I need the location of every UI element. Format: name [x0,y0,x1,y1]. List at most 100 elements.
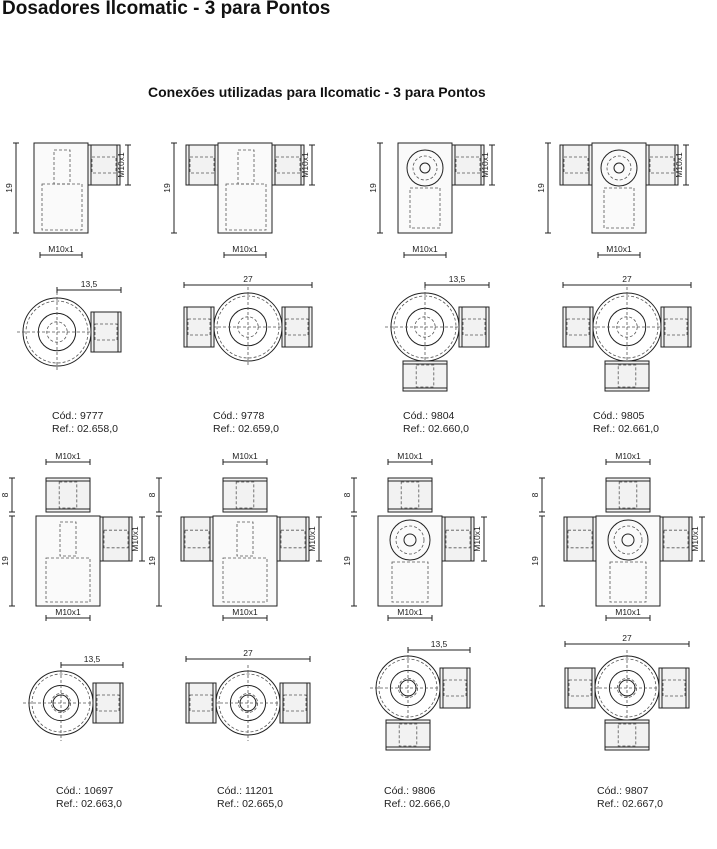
item-code: Cód.: 9805 [593,410,645,422]
width-label: 27 [243,274,253,284]
thread-top-label: M10x1 [397,451,423,461]
width-label: 13,5 [84,654,101,664]
valve-body [377,515,443,607]
thread-side-label: M10x1 [690,526,700,552]
nut-right [660,306,692,348]
top-view-9777: 13,5 [17,279,122,372]
nut-bottom [604,360,650,392]
height-label: 19 [368,183,378,193]
top-view-9807: 27 [564,633,690,751]
nut-thread [618,481,638,509]
center-bore [239,694,257,712]
nut-thread [664,318,688,336]
width-label: 27 [622,633,632,643]
item-code: Cód.: 9778 [213,410,265,422]
nut-right [458,306,490,348]
nut-thread [103,529,129,549]
top-view-9804: 13,5 [385,274,490,392]
height-label: 19 [4,183,14,193]
top-view-9806: 13,5 [370,639,471,751]
thread-main-label: M10x1 [55,607,81,617]
nut-thread [566,318,590,336]
nut-right [658,667,690,709]
nut-thread [184,529,210,549]
item-ref: Ref.: 02.661,0 [593,423,659,435]
nut-thread [235,481,255,509]
height-label: 19 [0,556,10,566]
nut-thread [567,529,593,549]
item-caption-9804: Cód.: 9804 Ref.: 02.660,0 [403,410,469,436]
nut-thread [275,156,301,174]
item-ref: Ref.: 02.658,0 [52,423,118,435]
valve-body [33,142,89,234]
height-label: 19 [162,183,172,193]
thread-side-label: M10x1 [674,152,684,178]
socket-hidden [41,183,83,231]
item-code: Cód.: 9777 [52,410,104,422]
thread-top-label: M10x1 [232,451,258,461]
front-bore [607,519,649,561]
side-nut-left [559,144,593,186]
nut-thread [189,156,215,174]
nut-thread [563,156,589,174]
width-label: 13,5 [81,279,98,289]
nut-bottom [402,360,448,392]
width-label: 13,5 [431,639,448,649]
valve-body [217,142,273,234]
nut-left [185,682,217,724]
thread-side-label: M10x1 [130,526,140,552]
nut-thread [568,679,592,697]
nut-thread [455,156,481,174]
thread-main-label: M10x1 [615,607,641,617]
top-bore [406,149,444,187]
nut-thread [285,318,309,336]
stem-hidden [391,561,429,603]
top-nut [605,477,651,513]
center-bore [618,679,636,697]
height-top-label: 8 [147,492,157,497]
top-view-9805: 27 [562,274,692,392]
stem-hidden [409,187,441,229]
side-nut-right [451,144,485,186]
item-caption-11201: Cód.: 11201 Ref.: 02.665,0 [217,785,283,811]
side-nut-right [645,144,679,186]
nut-bottom [604,719,650,751]
thread-main-label: M10x1 [48,244,74,254]
section-heading: Conexões utilizadas para Ilcomatic - 3 p… [148,84,486,100]
stem-hidden [59,521,77,557]
thread-main-label: M10x1 [606,244,632,254]
valve-body [212,515,278,607]
center-bore [52,694,70,712]
nut-right [281,306,313,348]
side-nut-right [99,516,133,562]
side-nut-right [659,516,693,562]
height-top-label: 8 [0,492,10,497]
nut-thread [400,481,420,509]
item-ref: Ref.: 02.660,0 [403,423,469,435]
nut-bottom [385,719,431,751]
nut-right [90,311,122,353]
width-label: 27 [622,274,632,284]
thread-main-label: M10x1 [232,607,258,617]
item-ref: Ref.: 02.659,0 [213,423,279,435]
top-bore-inner [419,162,431,174]
height-label: 19 [530,556,540,566]
top-bore-hidden [412,155,438,181]
item-code: Cód.: 9806 [384,785,436,797]
top-view-10697: 13,5 [23,654,124,741]
side-nut-left [185,144,219,186]
valve-body [595,515,661,607]
nut-thread [91,156,117,174]
front-bore-hidden [395,525,425,555]
item-caption-9777: Cód.: 9777 Ref.: 02.658,0 [52,410,118,436]
page-title: Dosadores Ilcomatic - 3 para Pontos [2,0,331,19]
side-nut-left [180,516,214,562]
thread-side-label: M10x1 [472,526,482,552]
thread-main-label: M10x1 [412,244,438,254]
front-bore [389,519,431,561]
stem-hidden [609,561,647,603]
front-bore-hidden [613,525,643,555]
